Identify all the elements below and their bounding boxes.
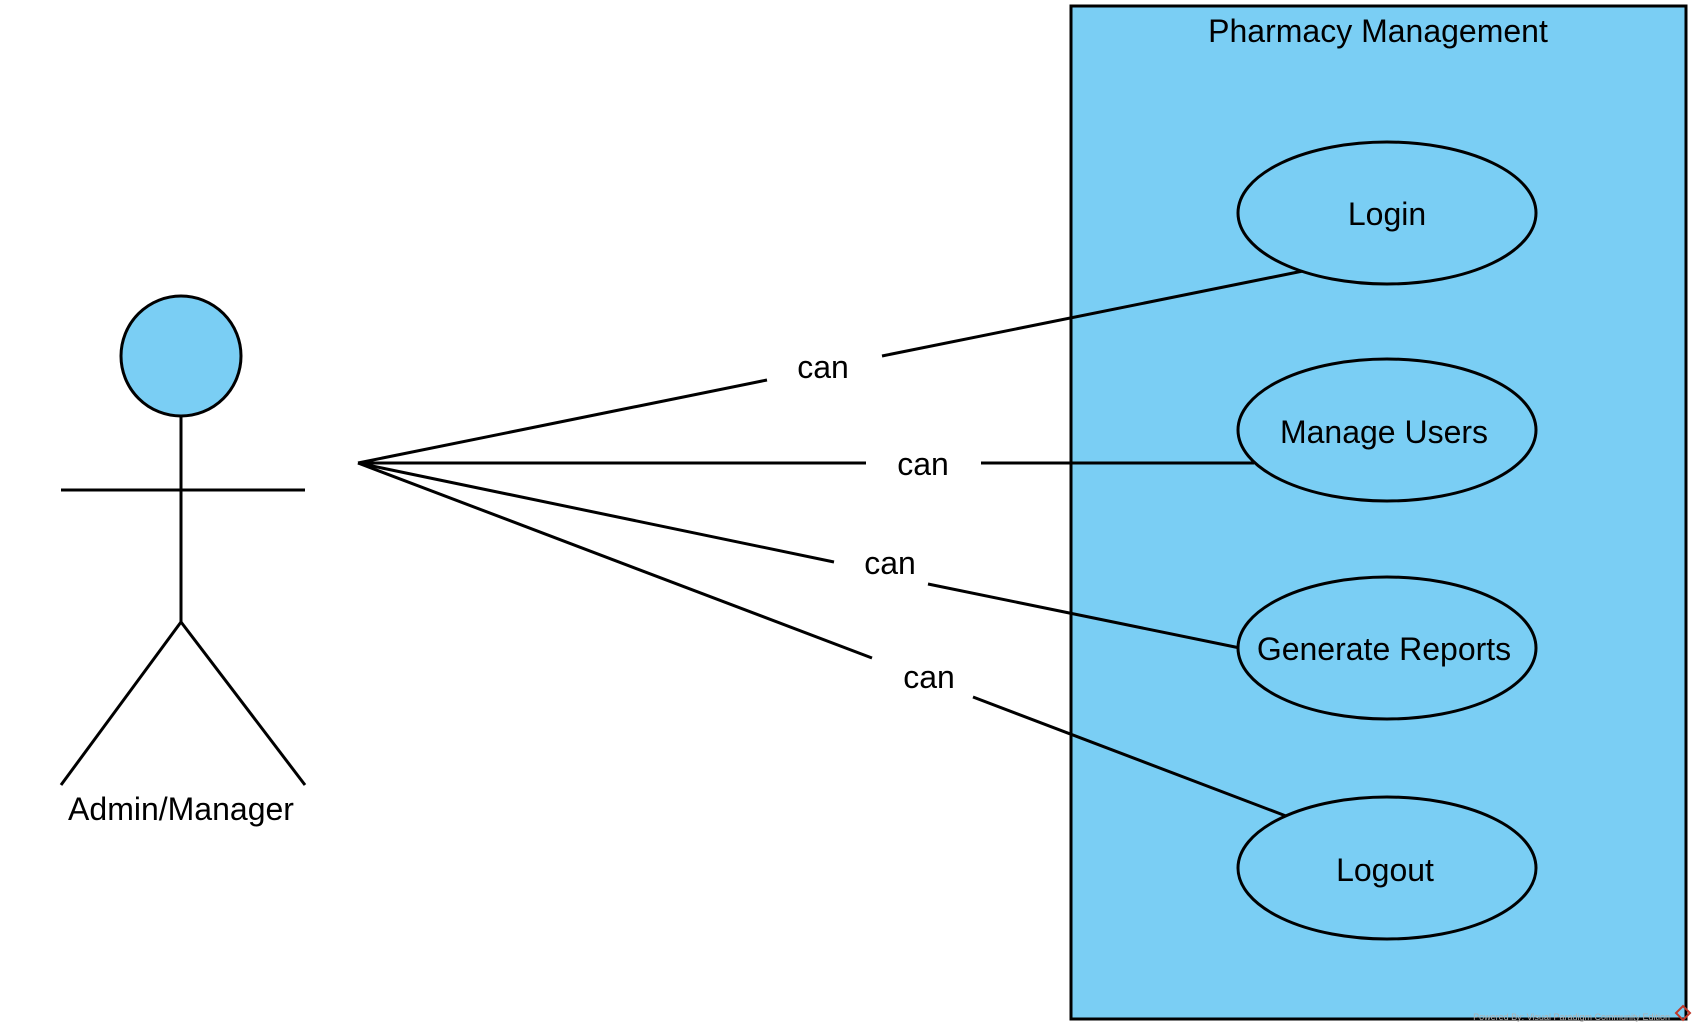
- watermark: Powered By: Visual Paradigm Community Ed…: [1473, 1004, 1692, 1022]
- use-case-label: Login: [1348, 196, 1426, 232]
- use-case-ellipse: [1236, 140, 1538, 286]
- visual-paradigm-logo-icon: [1674, 1004, 1692, 1022]
- use-case-label: Manage Users: [1280, 414, 1488, 450]
- actor-admin-manager[interactable]: Admin/Manager: [59, 294, 307, 827]
- use-case-login[interactable]: Login: [1236, 140, 1538, 286]
- use-case-ellipse: [1236, 795, 1538, 941]
- system-title: Pharmacy Management: [1208, 13, 1548, 49]
- use-case-logout[interactable]: Logout: [1236, 795, 1538, 941]
- association-line-generate-reports-b[interactable]: [927, 582, 1241, 650]
- actor-head: [119, 294, 243, 418]
- use-case-manage-users[interactable]: Manage Users: [1236, 357, 1538, 503]
- watermark-text: Powered By: Visual Paradigm Community Ed…: [1473, 1012, 1670, 1022]
- use-case-ellipse: [1236, 575, 1538, 721]
- actor-left-leg: [59, 621, 183, 786]
- association-line-logout-b[interactable]: [972, 695, 1287, 818]
- actor-right-leg: [179, 621, 307, 786]
- association-line-login-b[interactable]: [881, 269, 1304, 358]
- association-label: can: [797, 349, 849, 385]
- association-label: can: [864, 545, 916, 581]
- use-case-label: Logout: [1336, 852, 1434, 888]
- use-case-generate-reports[interactable]: Generate Reports: [1236, 575, 1538, 721]
- actor-name: Admin/Manager: [68, 791, 294, 827]
- association-labels: can can can can: [797, 349, 955, 695]
- use-case-ellipse: [1236, 357, 1538, 503]
- association-label: can: [897, 446, 949, 482]
- association-label: can: [903, 659, 955, 695]
- association-line-logout-a[interactable]: [357, 461, 873, 660]
- association-line-generate-reports-a[interactable]: [357, 461, 835, 564]
- association-lines: [357, 269, 1304, 818]
- association-line-login-a[interactable]: [357, 378, 768, 465]
- use-case-label: Generate Reports: [1257, 631, 1511, 667]
